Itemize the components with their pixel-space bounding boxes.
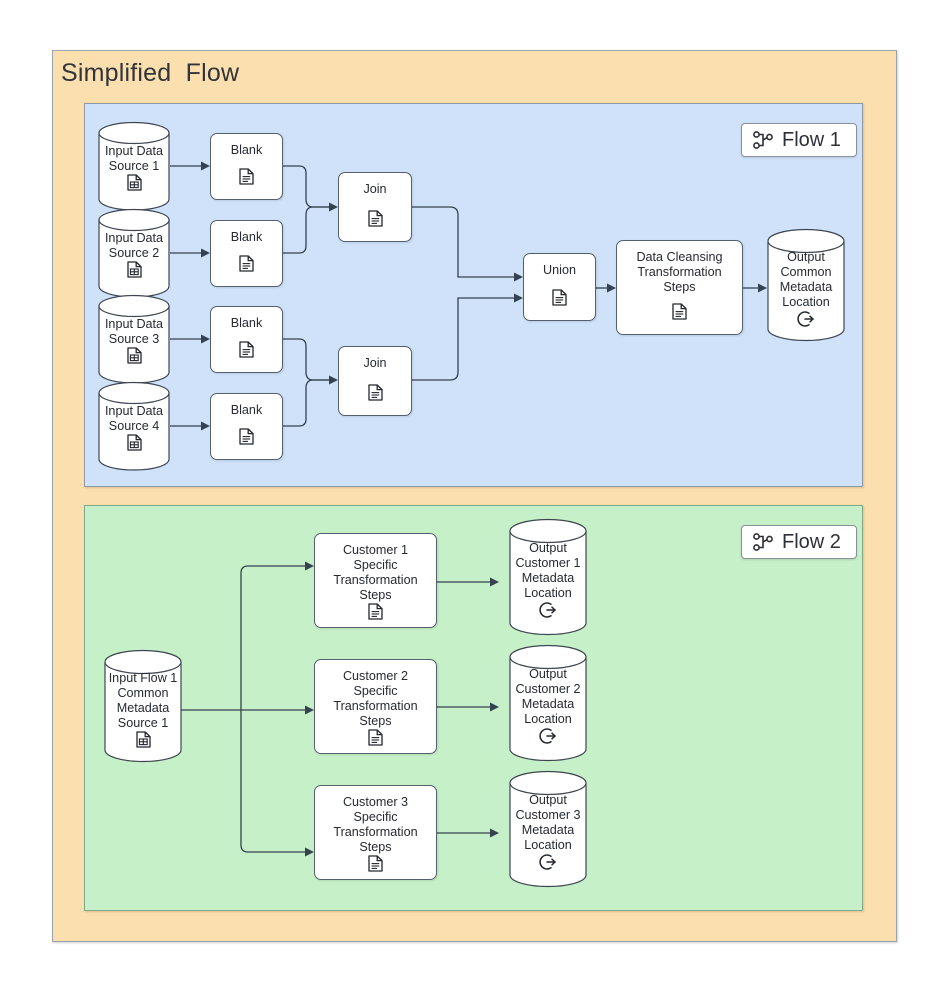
node-output-common-metadata-location[interactable]: Output Common Metadata Location: [767, 228, 845, 342]
node-customer1-specific-transformation-steps[interactable]: Customer 1 Specific Transformation Steps: [314, 533, 437, 628]
page-title: Simplified Flow: [61, 59, 240, 87]
table-document-icon: [126, 261, 142, 283]
table-document-icon: [126, 174, 142, 196]
node-label: Input Data Source 2: [104, 231, 164, 260]
table-document-icon: [126, 347, 142, 369]
node-join-2[interactable]: Join: [338, 346, 412, 416]
document-icon: [367, 210, 383, 232]
node-label: Output Customer 2 Metadata Location: [515, 667, 581, 726]
node-label: Input Data Source 4: [104, 404, 164, 433]
flow1-container: [84, 103, 863, 487]
node-blank-2[interactable]: Blank: [210, 220, 283, 287]
export-arrow-icon: [539, 853, 557, 876]
node-label: Blank: [230, 230, 263, 244]
node-label: Blank: [230, 143, 263, 157]
node-label: Join: [363, 182, 387, 196]
export-arrow-icon: [539, 601, 557, 624]
document-icon: [239, 168, 254, 190]
flow2-badge-label: Flow 2: [782, 531, 841, 553]
node-input-data-source-3[interactable]: Input Data Source 3: [98, 294, 170, 384]
node-blank-1[interactable]: Blank: [210, 133, 283, 200]
node-data-cleansing-transformation-steps[interactable]: Data Cleansing Transformation Steps: [616, 240, 743, 335]
node-label: Data Cleansing Transformation Steps: [636, 250, 723, 294]
document-icon: [368, 603, 383, 625]
node-output-customer1-metadata-location[interactable]: Output Customer 1 Metadata Location: [509, 518, 587, 636]
node-label: Customer 3 Specific Transformation Steps: [333, 795, 418, 854]
table-document-icon: [135, 731, 151, 753]
node-label: Customer 1 Specific Transformation Steps: [333, 543, 418, 602]
node-input-flow1-common-metadata-source-1[interactable]: Input Flow 1 Common Metadata Source 1: [104, 649, 182, 763]
node-input-data-source-4[interactable]: Input Data Source 4: [98, 381, 170, 471]
node-customer2-specific-transformation-steps[interactable]: Customer 2 Specific Transformation Steps: [314, 659, 437, 754]
node-label: Union: [543, 263, 576, 277]
document-icon: [368, 855, 383, 877]
document-icon: [367, 384, 383, 406]
document-icon: [672, 303, 687, 325]
node-input-data-source-2[interactable]: Input Data Source 2: [98, 208, 170, 298]
node-label: Output Common Metadata Location: [779, 250, 833, 309]
document-icon: [368, 729, 383, 751]
node-label: Output Customer 1 Metadata Location: [515, 541, 581, 600]
export-arrow-icon: [797, 310, 815, 333]
document-icon: [239, 428, 254, 450]
document-icon: [552, 289, 567, 311]
node-label: Input Data Source 1: [104, 144, 164, 173]
node-output-customer3-metadata-location[interactable]: Output Customer 3 Metadata Location: [509, 770, 587, 888]
node-customer3-specific-transformation-steps[interactable]: Customer 3 Specific Transformation Steps: [314, 785, 437, 880]
node-input-data-source-1[interactable]: Input Data Source 1: [98, 121, 170, 211]
node-join-1[interactable]: Join: [338, 172, 412, 242]
export-arrow-icon: [539, 727, 557, 750]
node-output-customer2-metadata-location[interactable]: Output Customer 2 Metadata Location: [509, 644, 587, 762]
node-label: Input Data Source 3: [104, 317, 164, 346]
table-document-icon: [126, 434, 142, 456]
node-label: Input Flow 1 Common Metadata Source 1: [108, 671, 178, 730]
node-union[interactable]: Union: [523, 253, 596, 321]
node-blank-4[interactable]: Blank: [210, 393, 283, 460]
flow2-container: [84, 505, 863, 911]
node-label: Output Customer 3 Metadata Location: [515, 793, 581, 852]
node-label: Customer 2 Specific Transformation Steps: [333, 669, 418, 728]
flow-graph-icon: [753, 533, 773, 551]
node-blank-3[interactable]: Blank: [210, 306, 283, 373]
node-label: Blank: [230, 403, 263, 417]
flow2-badge[interactable]: Flow 2: [741, 525, 857, 559]
flow-graph-icon: [753, 131, 773, 149]
node-label: Join: [363, 356, 387, 370]
document-icon: [239, 341, 254, 363]
document-icon: [239, 255, 254, 277]
flow1-badge-label: Flow 1: [782, 129, 841, 151]
flow1-badge[interactable]: Flow 1: [741, 123, 857, 157]
node-label: Blank: [230, 316, 263, 330]
